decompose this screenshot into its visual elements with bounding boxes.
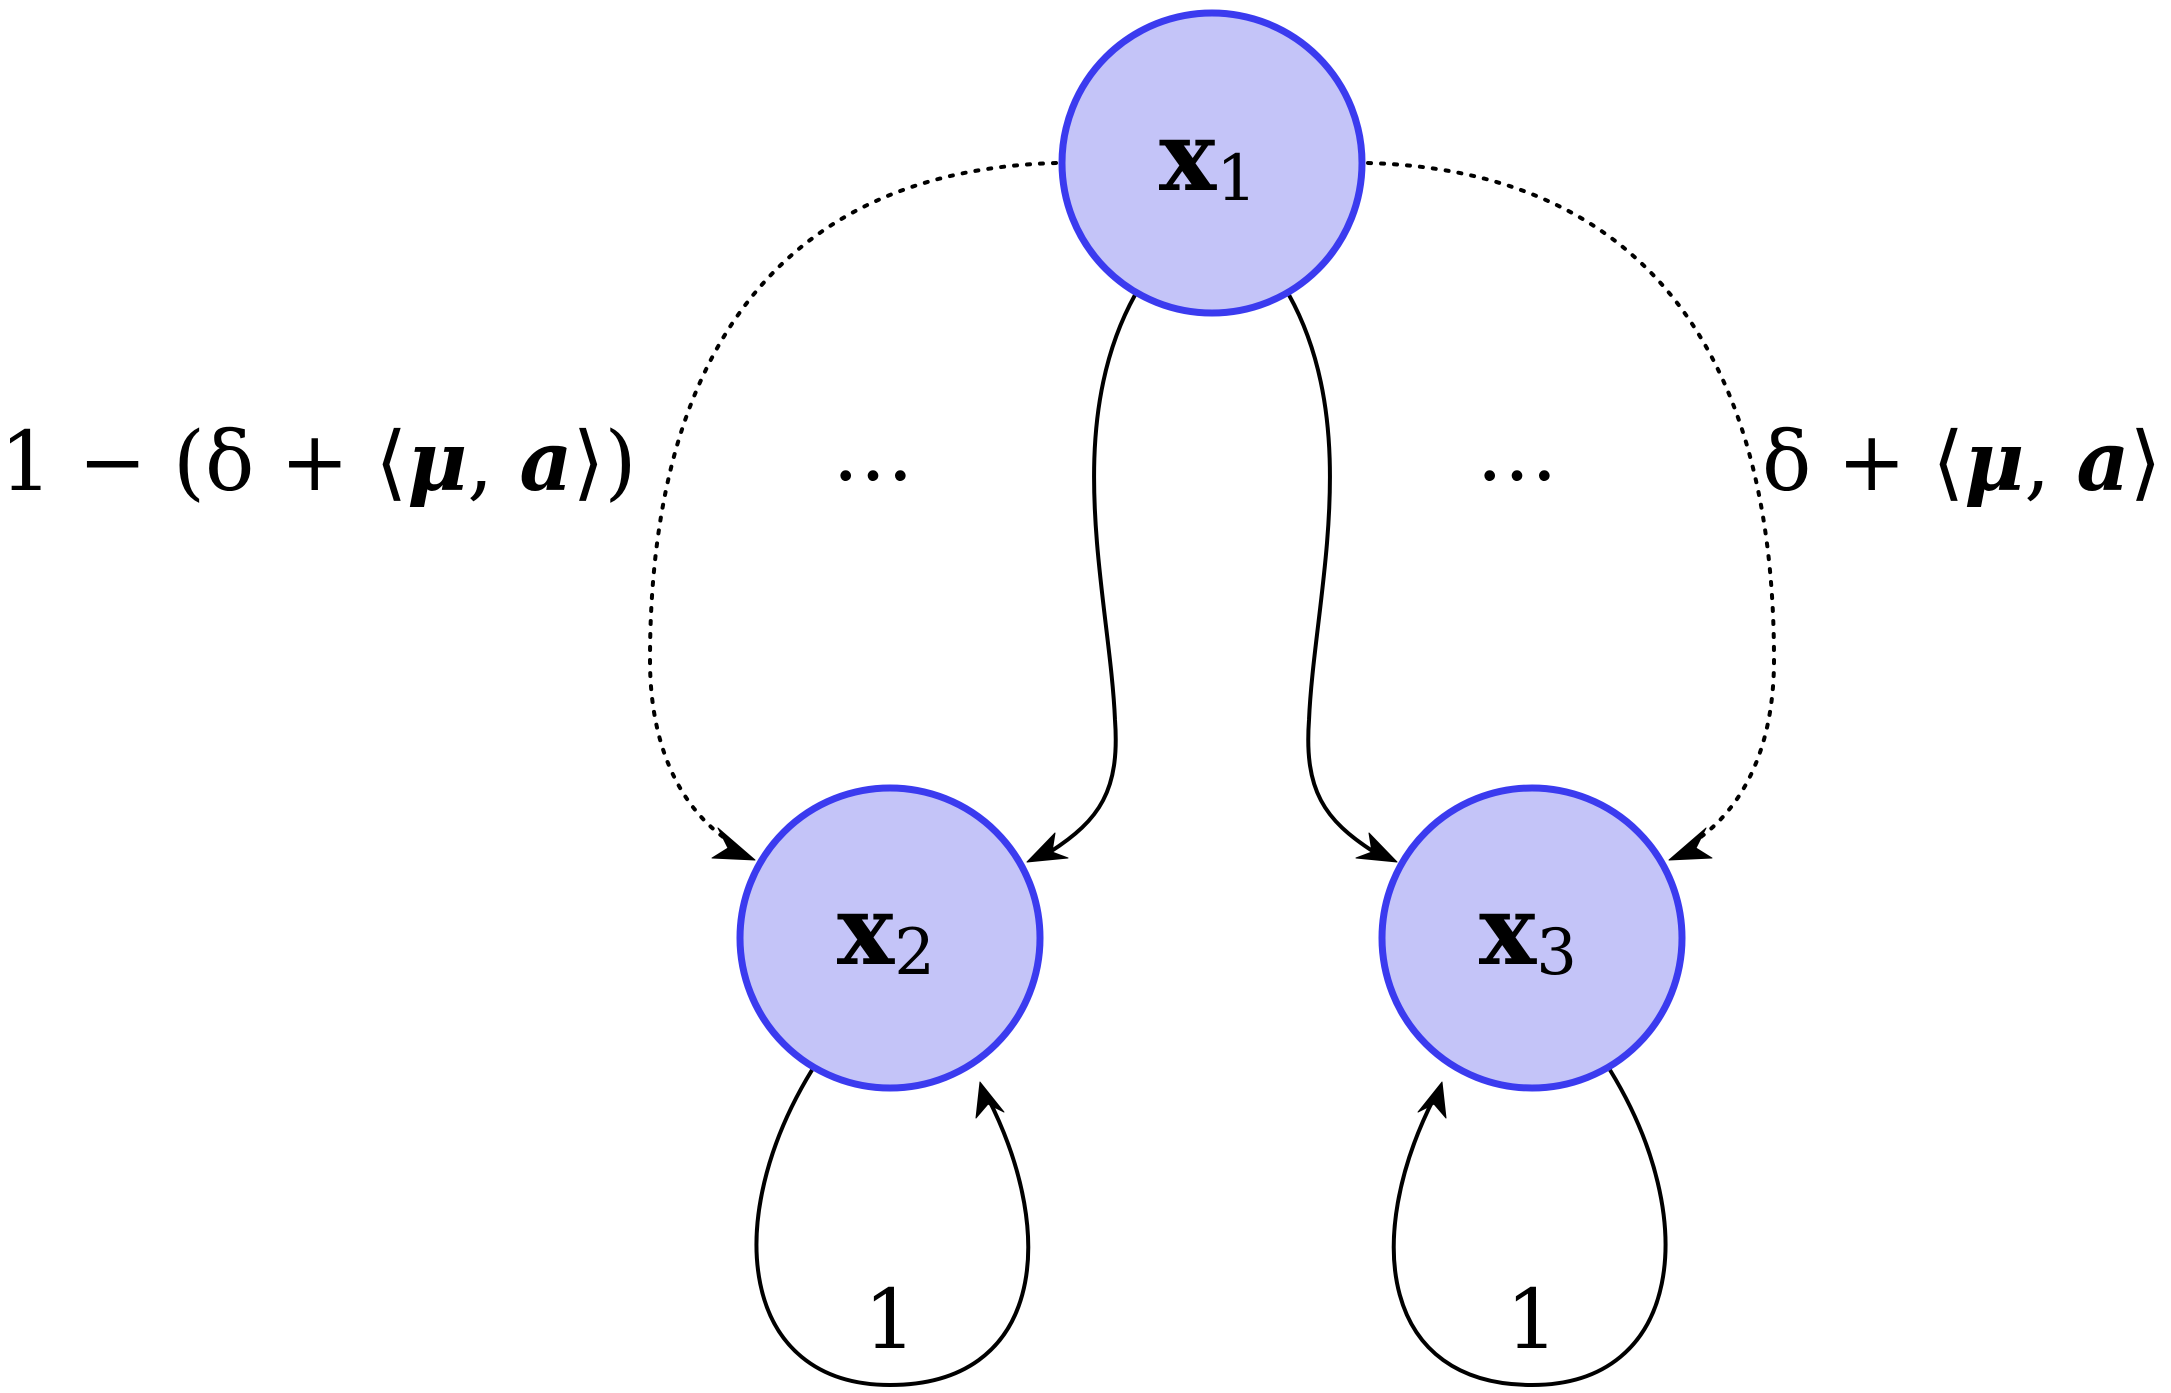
node-x2-circle bbox=[736, 784, 1044, 1092]
node-x1-circle bbox=[1058, 9, 1366, 317]
node-x1: x1 bbox=[1058, 9, 1366, 317]
arrowhead-x1-x3-dotted bbox=[1668, 827, 1713, 861]
edge-x1-x2-dotted bbox=[647, 161, 1058, 850]
ellipsis-right: … bbox=[1476, 405, 1572, 500]
loop-label-x2: 1 bbox=[864, 1273, 916, 1368]
edge-x1-x2-solid bbox=[1048, 294, 1137, 854]
edge-loop-x2 bbox=[754, 1068, 1031, 1388]
node-x3-label: x3 bbox=[1479, 874, 1577, 990]
arrowhead-loop-x3 bbox=[1417, 1081, 1447, 1119]
node-x2: x2 bbox=[736, 784, 1044, 1092]
arrowhead-x1-x2-dotted bbox=[711, 827, 756, 861]
node-x3-circle bbox=[1378, 784, 1686, 1092]
arrowhead-loop-x2 bbox=[975, 1081, 1005, 1119]
ellipsis-left: … bbox=[832, 405, 928, 500]
arrowhead-x1-x2-solid bbox=[1026, 832, 1069, 863]
edge-label-left: 1 − (δ + ⟨μ, a⟩) bbox=[0, 414, 637, 510]
edge-loop-x3 bbox=[1391, 1068, 1668, 1388]
edge-x1-x3-dotted bbox=[1366, 161, 1777, 850]
loop-label-x3: 1 bbox=[1506, 1273, 1558, 1368]
node-x2-label: x2 bbox=[837, 874, 935, 990]
node-x1-label: x1 bbox=[1159, 100, 1257, 216]
node-x3: x3 bbox=[1378, 784, 1686, 1092]
edge-x1-x3-solid bbox=[1287, 294, 1376, 854]
arrowhead-x1-x3-solid bbox=[1355, 832, 1398, 863]
edge-label-right: δ + ⟨μ, a⟩ bbox=[1762, 414, 2162, 510]
